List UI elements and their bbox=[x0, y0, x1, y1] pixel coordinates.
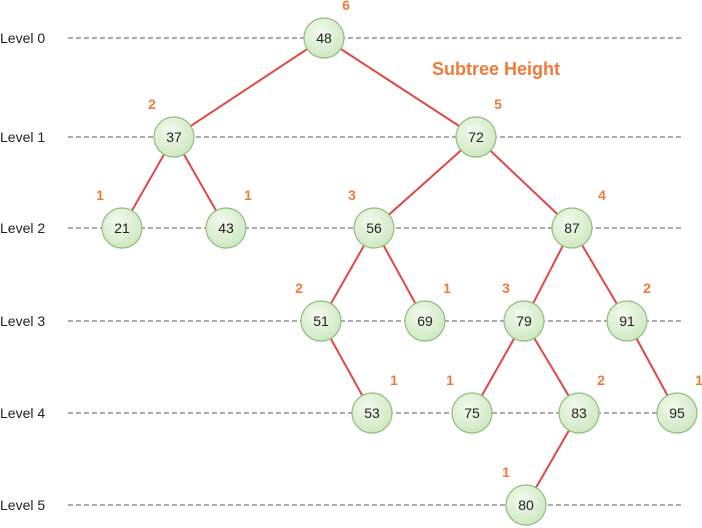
edges bbox=[121, 37, 678, 506]
edge-72-87 bbox=[475, 136, 573, 229]
node-key: 43 bbox=[218, 220, 234, 236]
tree-node-72: 72 bbox=[455, 116, 497, 158]
tree-node-48: 48 bbox=[303, 17, 345, 59]
subtree-height-83: 2 bbox=[597, 372, 605, 388]
level-labels: Level 0 Level 1 Level 2 Level 3 Level 4 Level… bbox=[0, 30, 45, 513]
node-circle bbox=[606, 300, 648, 342]
node-circle bbox=[353, 207, 395, 249]
edge-72-56 bbox=[373, 136, 477, 229]
node-circle bbox=[558, 392, 600, 434]
tree-node-43: 43 bbox=[205, 207, 247, 249]
node-circle bbox=[101, 207, 143, 249]
subtree-height-95: 1 bbox=[695, 372, 702, 388]
node-circle bbox=[300, 300, 342, 342]
tree-node-95: 95 bbox=[656, 392, 698, 434]
node-circle bbox=[503, 300, 545, 342]
node-key: 48 bbox=[316, 30, 332, 46]
subtree-height-80: 1 bbox=[502, 464, 510, 480]
tree-node-80: 80 bbox=[505, 484, 547, 526]
tree-node-87: 87 bbox=[551, 207, 593, 249]
tree-node-69: 69 bbox=[404, 300, 446, 342]
level-label-5: Level 5 bbox=[0, 497, 45, 513]
subtree-height-87: 4 bbox=[598, 187, 606, 203]
node-key: 37 bbox=[166, 129, 182, 145]
node-circle bbox=[351, 392, 393, 434]
level-lines bbox=[68, 37, 684, 506]
subtree-height-51: 2 bbox=[295, 280, 303, 296]
level-label-4: Level 4 bbox=[0, 405, 45, 421]
level-label-1: Level 1 bbox=[0, 129, 45, 145]
subtree-height-37: 2 bbox=[148, 96, 156, 112]
node-circle bbox=[404, 300, 446, 342]
diagram-title: Subtree Height bbox=[432, 59, 560, 79]
subtree-height-21: 1 bbox=[96, 187, 104, 203]
node-key: 51 bbox=[313, 313, 329, 329]
node-circle bbox=[153, 116, 195, 158]
node-key: 56 bbox=[366, 220, 382, 236]
subtree-height-43: 1 bbox=[244, 187, 252, 203]
subtree-height-75: 1 bbox=[446, 372, 454, 388]
tree-node-83: 83 bbox=[558, 392, 600, 434]
node-circle bbox=[451, 392, 493, 434]
node-key: 21 bbox=[114, 220, 130, 236]
node-key: 53 bbox=[364, 405, 380, 421]
tree-node-56: 56 bbox=[353, 207, 395, 249]
tree-node-21: 21 bbox=[101, 207, 143, 249]
edge-48-72 bbox=[323, 37, 477, 138]
subtree-height-72: 5 bbox=[494, 96, 502, 112]
level-label-0: Level 0 bbox=[0, 30, 45, 46]
subtree-height-56: 3 bbox=[348, 187, 356, 203]
node-circle bbox=[551, 207, 593, 249]
node-circle bbox=[656, 392, 698, 434]
subtree-height-53: 1 bbox=[390, 372, 398, 388]
node-key: 80 bbox=[518, 497, 534, 513]
node-key: 72 bbox=[468, 129, 484, 145]
node-key: 69 bbox=[417, 313, 433, 329]
subtree-height-79: 3 bbox=[502, 280, 510, 296]
tree-node-75: 75 bbox=[451, 392, 493, 434]
node-key: 75 bbox=[464, 405, 480, 421]
level-label-3: Level 3 bbox=[0, 313, 45, 329]
node-circle bbox=[205, 207, 247, 249]
node-circle bbox=[303, 17, 345, 59]
node-circle bbox=[455, 116, 497, 158]
tree-node-79: 79 bbox=[503, 300, 545, 342]
tree-node-37: 37 bbox=[153, 116, 195, 158]
subtree-height-48: 6 bbox=[342, 0, 350, 13]
tree-node-51: 51 bbox=[300, 300, 342, 342]
subtree-height-69: 1 bbox=[443, 280, 451, 296]
edge-48-37 bbox=[173, 37, 325, 138]
level-label-2: Level 2 bbox=[0, 220, 45, 236]
tree-node-91: 91 bbox=[606, 300, 648, 342]
subtree-height-91: 2 bbox=[643, 280, 651, 296]
node-key: 95 bbox=[669, 405, 685, 421]
node-key: 87 bbox=[564, 220, 580, 236]
node-circle bbox=[505, 484, 547, 526]
tree-node-53: 53 bbox=[351, 392, 393, 434]
node-key: 79 bbox=[516, 313, 532, 329]
node-key: 83 bbox=[571, 405, 587, 421]
node-key: 91 bbox=[619, 313, 635, 329]
